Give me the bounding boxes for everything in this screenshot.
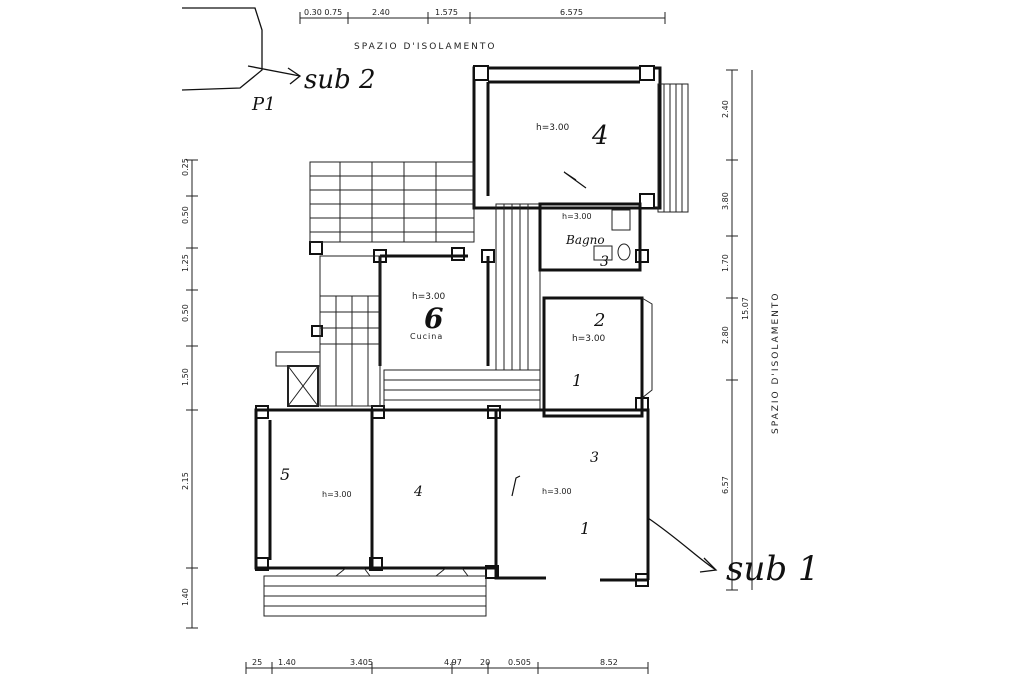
- room-5-number: 5: [280, 465, 290, 484]
- bottom-dim-4: 4.97: [444, 658, 462, 667]
- top-isolation-label: SPAZIO D'ISOLAMENTO: [354, 42, 496, 52]
- room-4-balcony: [657, 83, 689, 213]
- bottom-dim-6: 0.505: [508, 658, 531, 667]
- room-4-door-arc: [563, 171, 587, 189]
- corridor-stairs: [383, 203, 541, 411]
- right-dim-4: 2.80: [721, 326, 730, 344]
- p1-label: P1: [251, 94, 276, 115]
- bottom-dim-3: 3.405: [350, 658, 373, 667]
- room-2-height: h=3.00: [572, 334, 606, 344]
- room-3-walls: [494, 408, 650, 582]
- left-dimension-line: [186, 159, 198, 629]
- bottom-dim-5: 20: [480, 658, 490, 667]
- room-5-walls: [254, 408, 498, 570]
- entry-area: [275, 255, 381, 407]
- bottom-balcony: [263, 567, 487, 617]
- bagno-walls: [538, 202, 642, 272]
- bagno-name: Bagno: [565, 233, 605, 247]
- kitchen-name: Cucina: [410, 332, 443, 341]
- left-dim-5: 1.50: [181, 368, 190, 386]
- room-2-window: [641, 297, 653, 399]
- bottom-dim-2: 1.40: [278, 658, 296, 667]
- bottom-dim-7: 8.52: [600, 658, 618, 667]
- room-3-sub: 1: [580, 519, 590, 538]
- left-dim-6: 2.15: [181, 472, 190, 490]
- room-2-number: 2: [593, 310, 605, 331]
- right-dim-1: 2.40: [721, 100, 730, 118]
- room-2-walls: [542, 296, 644, 418]
- top-dim-3: 1.575: [435, 8, 458, 17]
- bagno-number: 3: [600, 254, 609, 270]
- top-dim-4: 6.575: [560, 8, 583, 17]
- room-5-height: h=3.00: [322, 490, 352, 499]
- room-5-sub: 4: [413, 484, 423, 500]
- left-dim-3: 1.25: [181, 254, 190, 272]
- right-dimension-lines: [726, 69, 753, 591]
- room-4-height: h=3.00: [536, 123, 570, 133]
- left-dim-7: 1.40: [181, 588, 190, 606]
- bottom-dimension-line: [245, 662, 649, 674]
- bottom-dim-1: 25: [252, 658, 262, 667]
- room-3-number: 3: [590, 450, 599, 466]
- room-4-number: 4: [591, 121, 609, 151]
- right-dim-2: 3.80: [721, 192, 730, 210]
- side-isolation-label: SPAZIO D'ISOLAMENTO: [771, 292, 781, 434]
- kitchen-number: 6: [424, 302, 443, 335]
- left-dim-2: 0.50: [181, 206, 190, 224]
- room-3-height: h=3.00: [542, 487, 572, 496]
- sub1-label: sub 1: [726, 549, 820, 589]
- sub1-marker: [647, 517, 718, 573]
- left-dim-1: 0.25: [181, 158, 190, 176]
- bagno-fixtures: [593, 209, 631, 261]
- top-dim-2: 2.40: [372, 8, 390, 17]
- room-3-door-mark: [511, 475, 521, 497]
- top-dim-1: 0.30 0.75: [304, 8, 342, 17]
- left-dim-4: 0.50: [181, 304, 190, 322]
- sub2-label: sub 2: [304, 65, 376, 95]
- right-dim-3: 1.70: [721, 254, 730, 272]
- stair-block: [309, 161, 475, 243]
- bagno-height: h=3.00: [562, 212, 592, 221]
- sub2-marker: [181, 7, 302, 91]
- right-dim-5: 15.07: [741, 297, 750, 320]
- top-dimension-line: [299, 12, 666, 24]
- right-dim-6: 6.57: [721, 476, 730, 494]
- kitchen-height: h=3.00: [412, 292, 446, 302]
- room-2-sub: 1: [572, 371, 582, 390]
- room-4-walls: [472, 66, 662, 210]
